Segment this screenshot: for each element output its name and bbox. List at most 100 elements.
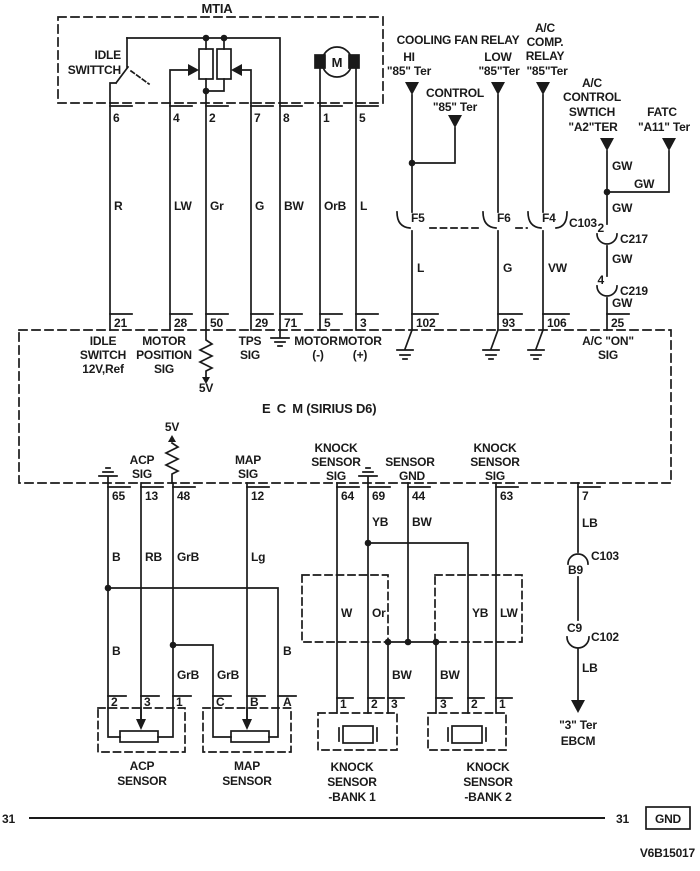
shield-box-knock2 [434,574,523,643]
knock2-pin-1: 1 [499,697,506,711]
ac-comp-relay-3: RELAY [526,49,565,63]
mtia-internals [109,37,360,104]
ecm-pin-21: 21 [114,316,127,330]
knock1-pin-3: 3 [391,697,398,711]
mtia-pin-6: 6 [113,111,120,125]
ecm-pin-102: 102 [416,316,436,330]
pin21-label-1: IDLE [90,334,117,348]
ecm-pin-50: 50 [210,316,223,330]
ac-control-switch-ter: "A2"TER [568,120,618,134]
wire-color-gw-4: GW [612,252,633,266]
knock1-title-2: SENSOR [327,775,377,789]
shield-box-knock1 [301,574,389,643]
pin13-label-1: ACP [130,453,155,467]
acp-sensor-box [97,707,186,753]
ecm-pin-48: 48 [177,489,190,503]
wire-color-or: Or [372,606,386,620]
wire-color-grb2: GrB [177,668,200,682]
cooling-fan-relay-title: COOLING FAN RELAY [397,33,520,47]
map-sensor-1: MAP [234,759,260,773]
pin12-label-2: SIG [238,467,258,481]
relay-low: LOW [484,50,512,64]
map-pin-a: A [283,695,292,709]
pin25-label-2: SIG [598,348,618,362]
pin5-label-1: MOTOR [294,334,338,348]
ecm-pin-64: 64 [341,489,354,503]
wire-color-lw2: LW [500,606,518,620]
knock2-element [447,725,487,744]
ecm-pin-65: 65 [112,489,125,503]
pin21-label-2: SWITCH [80,348,126,362]
ground-circuit-31-right: 31 [616,812,629,826]
relay-terminal-arrows [405,82,676,151]
idle-switch-label-2: SWITTCH [68,63,121,77]
ground-icon-106 [527,328,545,360]
connector-c217-icon [596,233,618,245]
connector-c103-lower: C103 [591,549,619,563]
pin12-label-1: MAP [235,453,261,467]
ecm-pin-29: 29 [255,316,268,330]
ecm-box [18,329,672,484]
mtia-pin-1: 1 [323,111,330,125]
connector-c217-pin: 2 [598,221,605,235]
ground-icon-69 [358,467,378,484]
ecm-pin-93: 93 [502,316,515,330]
knock1-pin-2: 2 [371,697,378,711]
acp-pin-1: 1 [176,695,183,709]
ecm-pin-106: 106 [547,316,567,330]
knock2-title-2: SENSOR [463,775,513,789]
ac-comp-relay-1: A/C [535,21,556,35]
wire-color-bw2: BW [412,515,432,529]
knock1-title-3: -BANK 1 [328,790,376,804]
ecm-internals-bottom [98,441,378,484]
connector-c219: C219 [620,284,648,298]
relay-hi-ter: "85" Ter [387,64,432,78]
ecm-internals-top [198,328,545,378]
idle-switch-label-1: IDLE [94,48,121,62]
connector-c9: C9 [567,621,582,635]
wire-color-grb1: GrB [177,550,200,564]
arrow-fatc [662,138,676,151]
wire-color-bw: BW [284,199,304,213]
wire-color-r: R [114,199,123,213]
relay-hi: HI [403,50,415,64]
pin64-label-3: SIG [326,469,346,483]
relay-control: CONTROL [426,86,484,100]
sensor-pin-brackets [107,695,513,699]
ac-control-switch-3: SWTICH [569,105,615,119]
wires-ecm-to-sensors [107,482,497,720]
wire-color-vw: VW [548,261,568,275]
mtia-pin-4: 4 [173,111,180,125]
arrow-control [448,115,462,128]
ecm-pin-69: 69 [372,489,385,503]
pin44-label-2: GND [399,469,426,483]
pin5-label-2: (-) [312,348,324,362]
drawing-code: V6B15017 [640,846,696,860]
arrow-ac-switch [600,138,614,151]
ground-icon-71 [270,329,290,347]
wire-color-w: W [341,606,353,620]
wire-color-gw-2: GW [634,177,655,191]
wire-color-yb1: YB [372,515,389,529]
connector-f5: F5 [411,211,425,225]
pin29-label-1: TPS [239,334,262,348]
relay-low-ter: "85"Ter [478,64,520,78]
mtia-pin-7: 7 [254,111,261,125]
resistor-5v-bottom [164,441,180,484]
ecm-pin-71: 71 [284,316,297,330]
wire-color-gr: Gr [210,199,224,213]
wire-color-l: L [360,199,367,213]
wire-color-bw4: BW [440,668,460,682]
wire-color-gw-5: GW [612,296,633,310]
supply-arrows [168,377,210,442]
gnd-box [645,806,691,830]
gnd-box-label: GND [655,812,682,826]
wire-color-g2: G [503,261,512,275]
arrow-hi [405,82,419,95]
ebcm-arrow [571,700,585,713]
mtia-pin-8: 8 [283,111,290,125]
wire-to-ebcm [566,482,590,701]
pin13-label-2: SIG [132,467,152,481]
inline-connector-c103 [396,211,568,229]
